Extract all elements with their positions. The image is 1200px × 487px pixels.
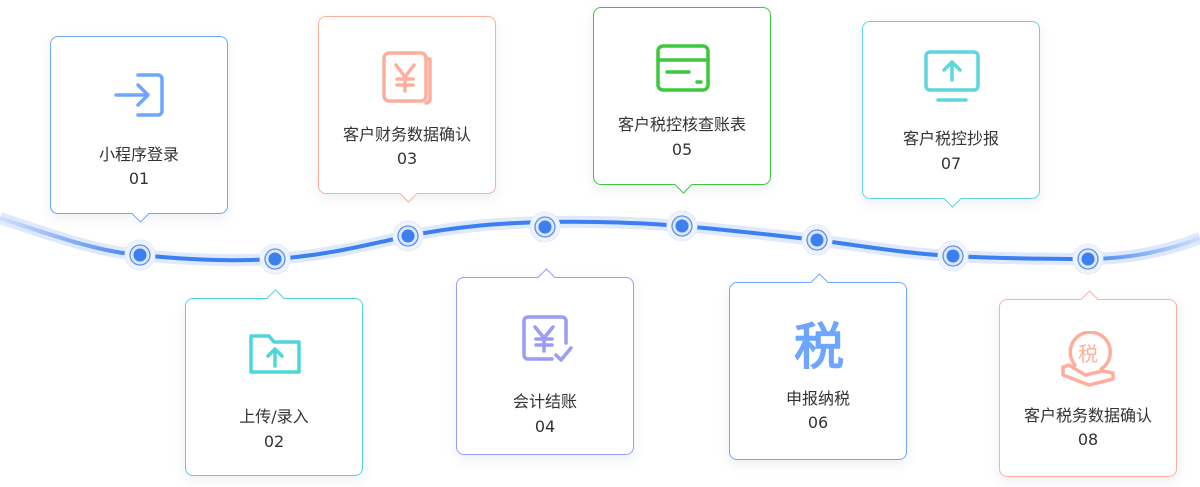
svg-text:税: 税 bbox=[1078, 342, 1098, 366]
step-card-04: 会计结账 04 bbox=[456, 268, 634, 455]
timeline-node-07 bbox=[937, 240, 969, 272]
step-number: 03 bbox=[396, 149, 418, 168]
step-number: 08 bbox=[1077, 430, 1099, 449]
step-number: 05 bbox=[671, 140, 693, 159]
tax-character-icon: 税 bbox=[789, 314, 849, 376]
step-card-03: 客户财务数据确认 03 bbox=[318, 16, 496, 203]
step-label: 客户税控抄报 bbox=[902, 129, 999, 148]
login-icon bbox=[110, 65, 170, 125]
step-label: 客户税控核查账表 bbox=[617, 115, 746, 134]
step-label: 小程序登录 bbox=[98, 145, 179, 164]
timeline-node-01 bbox=[124, 239, 156, 271]
step-card-05: 客户税控核查账表 05 bbox=[593, 7, 771, 194]
step-label: 会计结账 bbox=[512, 392, 577, 411]
step-number: 01 bbox=[128, 169, 150, 188]
card-icon bbox=[653, 38, 713, 98]
step-label: 上传/录入 bbox=[239, 407, 309, 426]
step-card-07: 客户税控抄报 07 bbox=[862, 21, 1040, 208]
step-number: 02 bbox=[263, 432, 285, 451]
timeline-node-02 bbox=[259, 243, 291, 275]
yuan-check-icon bbox=[516, 309, 576, 369]
timeline-node-05 bbox=[666, 210, 698, 242]
step-card-02: 上传/录入 02 bbox=[185, 289, 363, 476]
step-label: 申报纳税 bbox=[785, 389, 850, 408]
step-number: 06 bbox=[807, 413, 829, 432]
svg-text:税: 税 bbox=[794, 318, 844, 374]
step-card-01: 小程序登录 01 bbox=[50, 36, 228, 223]
step-label: 客户财务数据确认 bbox=[342, 125, 471, 144]
hand-tax-icon: 税 bbox=[1059, 330, 1119, 391]
step-card-08: 税客户税务数据确认 08 bbox=[999, 290, 1177, 477]
timeline-node-08 bbox=[1072, 243, 1104, 275]
step-number: 04 bbox=[534, 417, 556, 436]
yuan-document-icon bbox=[378, 45, 438, 105]
timeline-node-06 bbox=[801, 224, 833, 256]
step-card-06: 税申报纳税 06 bbox=[729, 273, 907, 460]
step-number: 07 bbox=[940, 154, 962, 173]
monitor-upload-icon bbox=[922, 46, 982, 106]
timeline-node-04 bbox=[529, 211, 561, 243]
step-label: 客户税务数据确认 bbox=[1023, 406, 1152, 425]
folder-upload-icon bbox=[245, 324, 305, 384]
timeline-node-03 bbox=[392, 220, 424, 252]
